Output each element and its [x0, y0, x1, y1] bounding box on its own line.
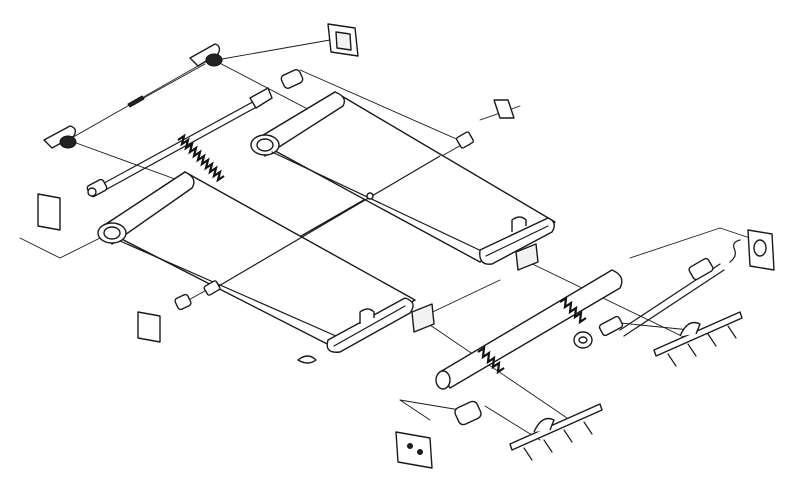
rail-clip-pads: [411, 243, 539, 333]
nail-clip-right: [653, 311, 743, 367]
mounting-bracket: [37, 23, 775, 469]
upper-bottom-rail: [479, 216, 555, 265]
drive-tube-with-coils: [435, 269, 623, 390]
lower-roller-tube: [97, 171, 416, 349]
cord-pulley-top: [127, 43, 223, 108]
pin-end-plug: [174, 69, 624, 426]
nail-clip-lower: [509, 403, 603, 461]
cord-tassel: [297, 355, 317, 364]
lower-bottom-rail: [326, 297, 414, 353]
right-spring-rod: [619, 239, 741, 337]
spring-rod-assembly: [86, 87, 273, 198]
idler-shaft: [203, 131, 475, 296]
cord-pulley-left: [43, 125, 77, 149]
